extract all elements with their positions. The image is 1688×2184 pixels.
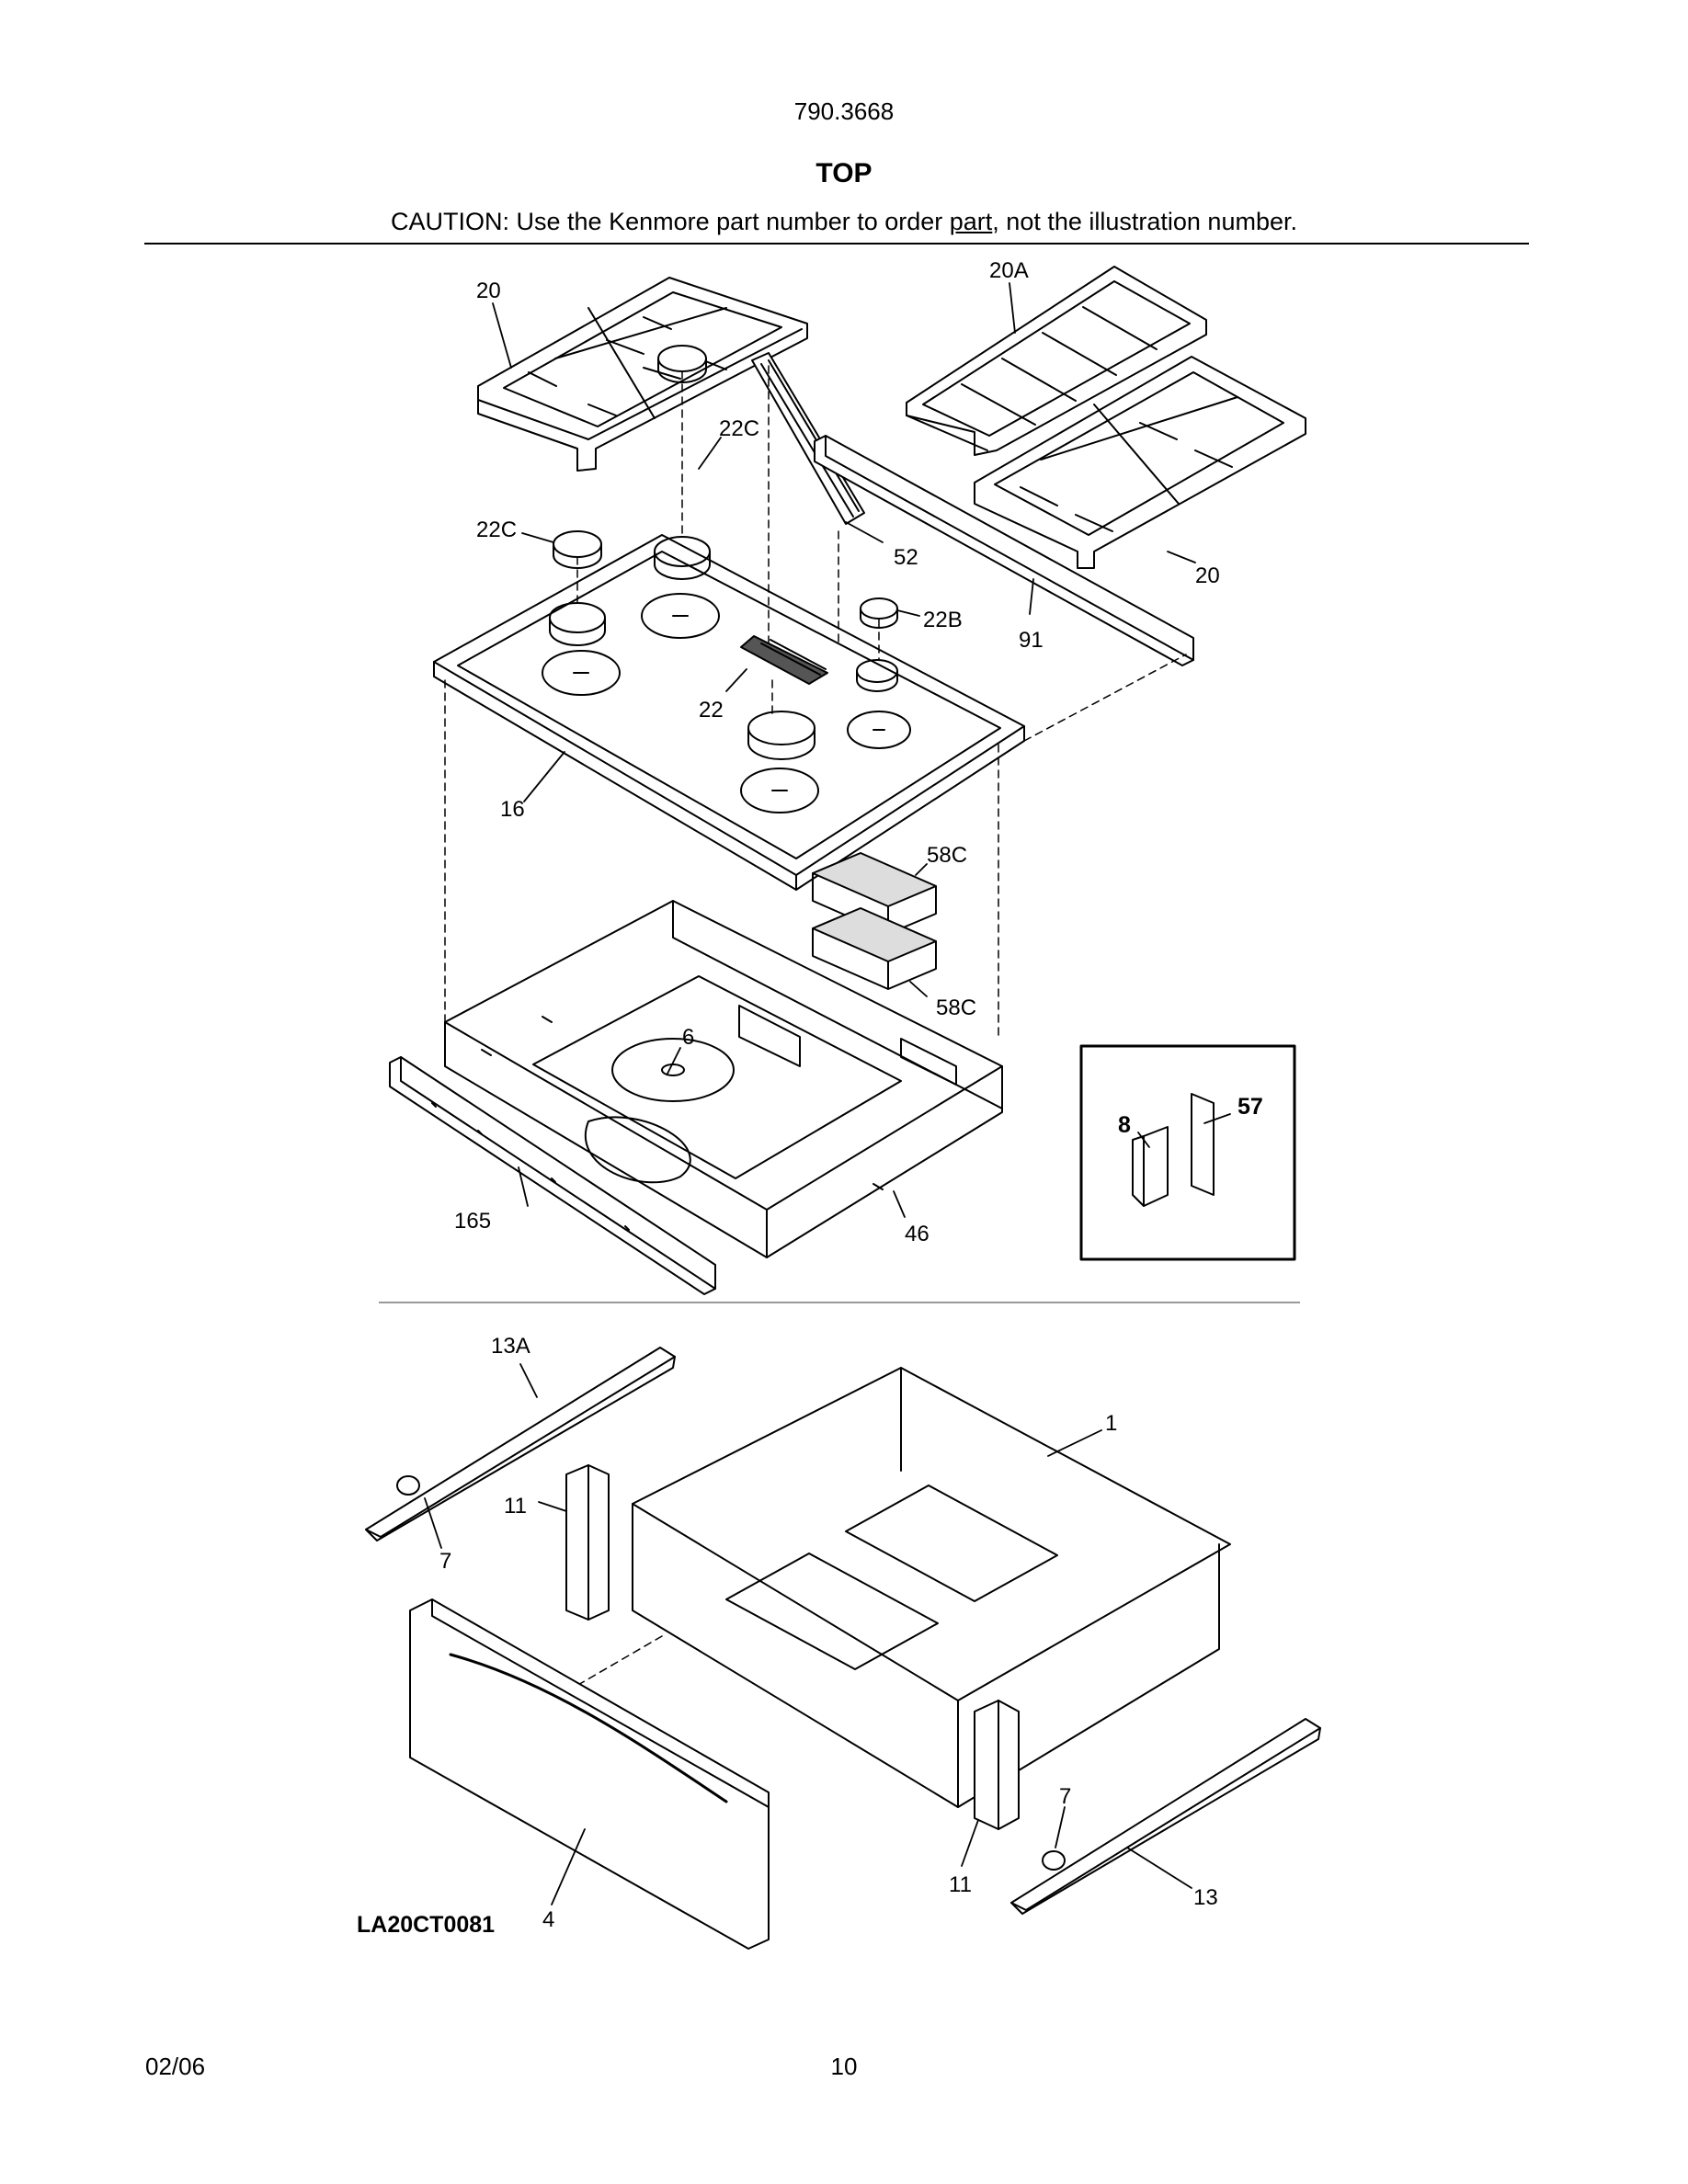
burner-heads-drawing bbox=[549, 536, 898, 760]
callout-8: 8 bbox=[1118, 1112, 1131, 1138]
callout-4: 4 bbox=[542, 1907, 554, 1932]
callout-16: 16 bbox=[500, 797, 525, 822]
callout-11-left: 11 bbox=[504, 1494, 527, 1519]
right-grate-drawing bbox=[974, 356, 1306, 569]
callout-20-right: 20 bbox=[1195, 563, 1220, 588]
callout-22b: 22B bbox=[923, 608, 963, 632]
callout-91: 91 bbox=[1019, 628, 1044, 653]
callout-7-right: 7 bbox=[1059, 1784, 1071, 1809]
inset-box bbox=[1079, 1044, 1296, 1261]
callout-6: 6 bbox=[682, 1025, 694, 1050]
callout-7-left: 7 bbox=[439, 1549, 451, 1574]
caution-text-end: , not the illustration number. bbox=[992, 208, 1297, 235]
callout-11-right: 11 bbox=[949, 1872, 972, 1897]
cooktop-drawing bbox=[433, 534, 1025, 891]
callout-46: 46 bbox=[905, 1222, 930, 1246]
callout-52: 52 bbox=[894, 545, 918, 570]
drawer-front-drawing bbox=[409, 1598, 770, 1950]
callout-58c-lower: 58C bbox=[936, 995, 976, 1020]
insulation-pads-drawing bbox=[812, 852, 937, 990]
caution-underlined-word: part bbox=[949, 208, 993, 235]
callout-22c-left: 22C bbox=[476, 518, 517, 542]
alignment-lines bbox=[444, 365, 1187, 1729]
vent-trim-drawing bbox=[751, 352, 865, 525]
callout-165: 165 bbox=[454, 1209, 491, 1234]
right-bracket-drawing bbox=[974, 1700, 1020, 1830]
drawer-body-drawing bbox=[632, 1367, 1231, 1808]
caution-note: CAUTION: Use the Kenmore part number to … bbox=[0, 208, 1688, 236]
front-bracket-drawing bbox=[389, 1056, 716, 1295]
header-rule bbox=[144, 243, 1529, 245]
page-title: TOP bbox=[815, 158, 873, 188]
callout-58c-upper: 58C bbox=[927, 843, 967, 868]
page-number: 10 bbox=[830, 2053, 858, 2080]
callout-57: 57 bbox=[1237, 1094, 1263, 1120]
model-number: 790.3668 bbox=[793, 97, 895, 125]
rear-trim-drawing bbox=[814, 435, 1194, 666]
caution-text-start: CAUTION: Use the Kenmore part number to … bbox=[391, 208, 950, 235]
figure-code: LA20CT0081 bbox=[357, 1912, 496, 1938]
callout-22c-upper: 22C bbox=[719, 416, 759, 441]
callout-13a: 13A bbox=[491, 1334, 530, 1359]
center-grate-drawing bbox=[906, 266, 1207, 456]
leader-lines bbox=[424, 282, 1231, 1905]
callout-20a: 20A bbox=[989, 258, 1029, 283]
callout-20-left: 20 bbox=[476, 279, 501, 303]
burner-box-drawing bbox=[444, 900, 1003, 1258]
section-divider bbox=[379, 1302, 1300, 1303]
callout-22: 22 bbox=[699, 698, 724, 722]
callout-13: 13 bbox=[1193, 1885, 1218, 1910]
right-slide-drawing bbox=[1010, 1718, 1321, 1915]
footer-date: 02/06 bbox=[145, 2053, 206, 2080]
left-grate-drawing bbox=[477, 277, 808, 472]
left-slide-drawing bbox=[365, 1347, 676, 1541]
callout-1: 1 bbox=[1105, 1411, 1117, 1436]
left-bracket-drawing bbox=[565, 1464, 610, 1621]
